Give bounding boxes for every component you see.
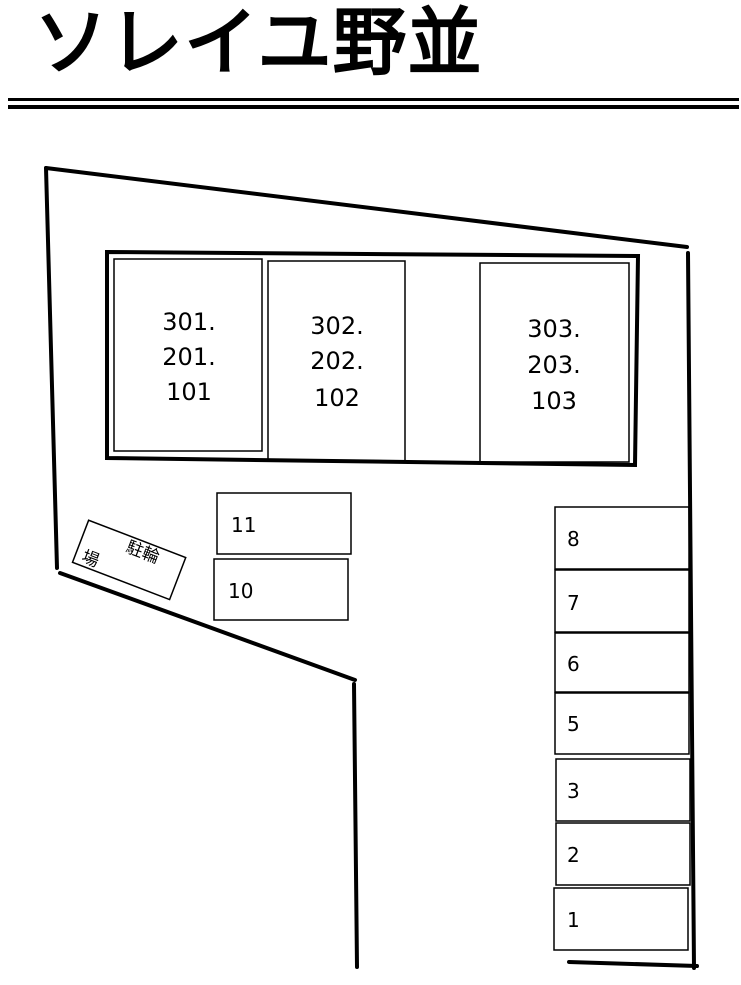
site-boundary bbox=[44, 166, 699, 970]
parking-number: 11 bbox=[231, 513, 256, 537]
parking-spaces bbox=[213, 492, 691, 951]
unit-block-1 bbox=[113, 258, 263, 452]
unit-label: 103 bbox=[531, 387, 577, 415]
unit-label: 302. bbox=[310, 312, 363, 340]
apartment-building: 301. 201. 101 302. 202. 102 303. 203. 10… bbox=[105, 249, 641, 468]
unit-block-2 bbox=[267, 260, 406, 462]
parking-number: 3 bbox=[567, 779, 580, 803]
parking-number: 1 bbox=[567, 908, 580, 932]
parking-space-8 bbox=[554, 506, 690, 570]
title-underline-thick bbox=[8, 105, 739, 109]
unit-label: 301. bbox=[162, 308, 215, 336]
parking-number: 2 bbox=[567, 843, 580, 867]
boundary-right bbox=[686, 251, 696, 970]
parking-space-1 bbox=[553, 887, 689, 951]
bicycle-parking-label: 場 bbox=[79, 547, 102, 572]
parking-number: 7 bbox=[567, 591, 580, 615]
page-title: ソレイユ野並 bbox=[34, 0, 483, 86]
boundary-bottom-right bbox=[567, 960, 699, 968]
parking-space-3 bbox=[555, 758, 691, 822]
bicycle-parking: 駐輪 場 bbox=[71, 519, 187, 601]
parking-space-11 bbox=[216, 492, 352, 555]
parking-space-5 bbox=[554, 692, 690, 755]
parking-space-7 bbox=[554, 569, 690, 633]
unit-label: 203. bbox=[527, 351, 580, 379]
parking-space-10 bbox=[213, 558, 349, 621]
boundary-bottom-left bbox=[58, 571, 357, 682]
unit-label: 102 bbox=[314, 384, 360, 412]
bicycle-parking-area bbox=[71, 519, 187, 601]
parking-space-6 bbox=[554, 632, 690, 693]
boundary-bottom-vertical bbox=[352, 682, 359, 969]
bicycle-parking-label: 駐輪 bbox=[123, 537, 162, 568]
unit-label: 202. bbox=[310, 347, 363, 375]
boundary-top bbox=[44, 166, 689, 249]
parking-labels: 11 10 8 7 6 5 3 2 1 bbox=[228, 513, 580, 932]
parking-number: 5 bbox=[567, 712, 580, 736]
unit-label: 303. bbox=[527, 315, 580, 343]
parking-space-2 bbox=[555, 822, 691, 886]
parking-number: 8 bbox=[567, 527, 580, 551]
title-underline-thin bbox=[8, 98, 739, 101]
parking-number: 10 bbox=[228, 579, 253, 603]
building-outline bbox=[105, 249, 641, 468]
boundary-left bbox=[44, 166, 59, 570]
parking-number: 6 bbox=[567, 652, 580, 676]
unit-block-3 bbox=[479, 262, 630, 463]
unit-label: 101 bbox=[166, 378, 212, 406]
unit-label: 201. bbox=[162, 343, 215, 371]
